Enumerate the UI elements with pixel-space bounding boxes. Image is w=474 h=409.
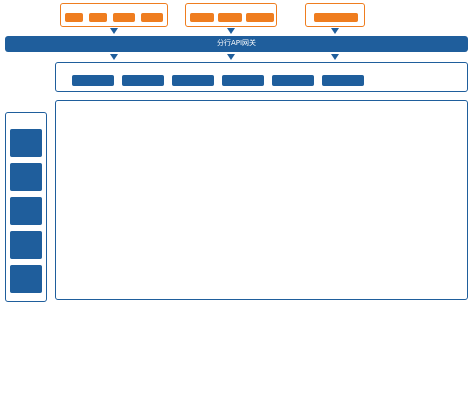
app-item-1[interactable] [72,75,114,86]
app-item-3[interactable] [172,75,214,86]
top-group-1-item-4[interactable] [141,13,163,22]
arrow-down-3 [331,28,339,34]
top-group-2 [185,3,277,27]
arrow-down-1 [110,28,118,34]
arrow-down-2 [227,28,235,34]
mgmt-item-4[interactable] [10,231,42,259]
api-gateway[interactable]: 分行API网关 [5,36,468,52]
arrow-down-5 [227,54,235,60]
top-group-1-item-1[interactable] [65,13,83,22]
mgmt-item-3[interactable] [10,197,42,225]
mgmt-sidebar [5,112,47,302]
service-center [55,100,468,300]
app-item-4[interactable] [222,75,264,86]
arrow-down-4 [110,54,118,60]
app-layer [55,62,468,92]
top-group-1 [60,3,168,27]
app-item-5[interactable] [272,75,314,86]
top-group-2-item-2[interactable] [218,13,242,22]
top-group-2-item-3[interactable] [246,13,274,22]
app-item-2[interactable] [122,75,164,86]
app-item-6[interactable] [322,75,364,86]
mgmt-item-1[interactable] [10,129,42,157]
mgmt-item-5[interactable] [10,265,42,293]
arrow-down-6 [331,54,339,60]
top-group-2-item-1[interactable] [190,13,214,22]
top-group-1-item-3[interactable] [113,13,135,22]
top-group-3-item-1[interactable] [314,13,358,22]
top-group-3 [305,3,365,27]
mgmt-item-2[interactable] [10,163,42,191]
top-group-1-item-2[interactable] [89,13,107,22]
